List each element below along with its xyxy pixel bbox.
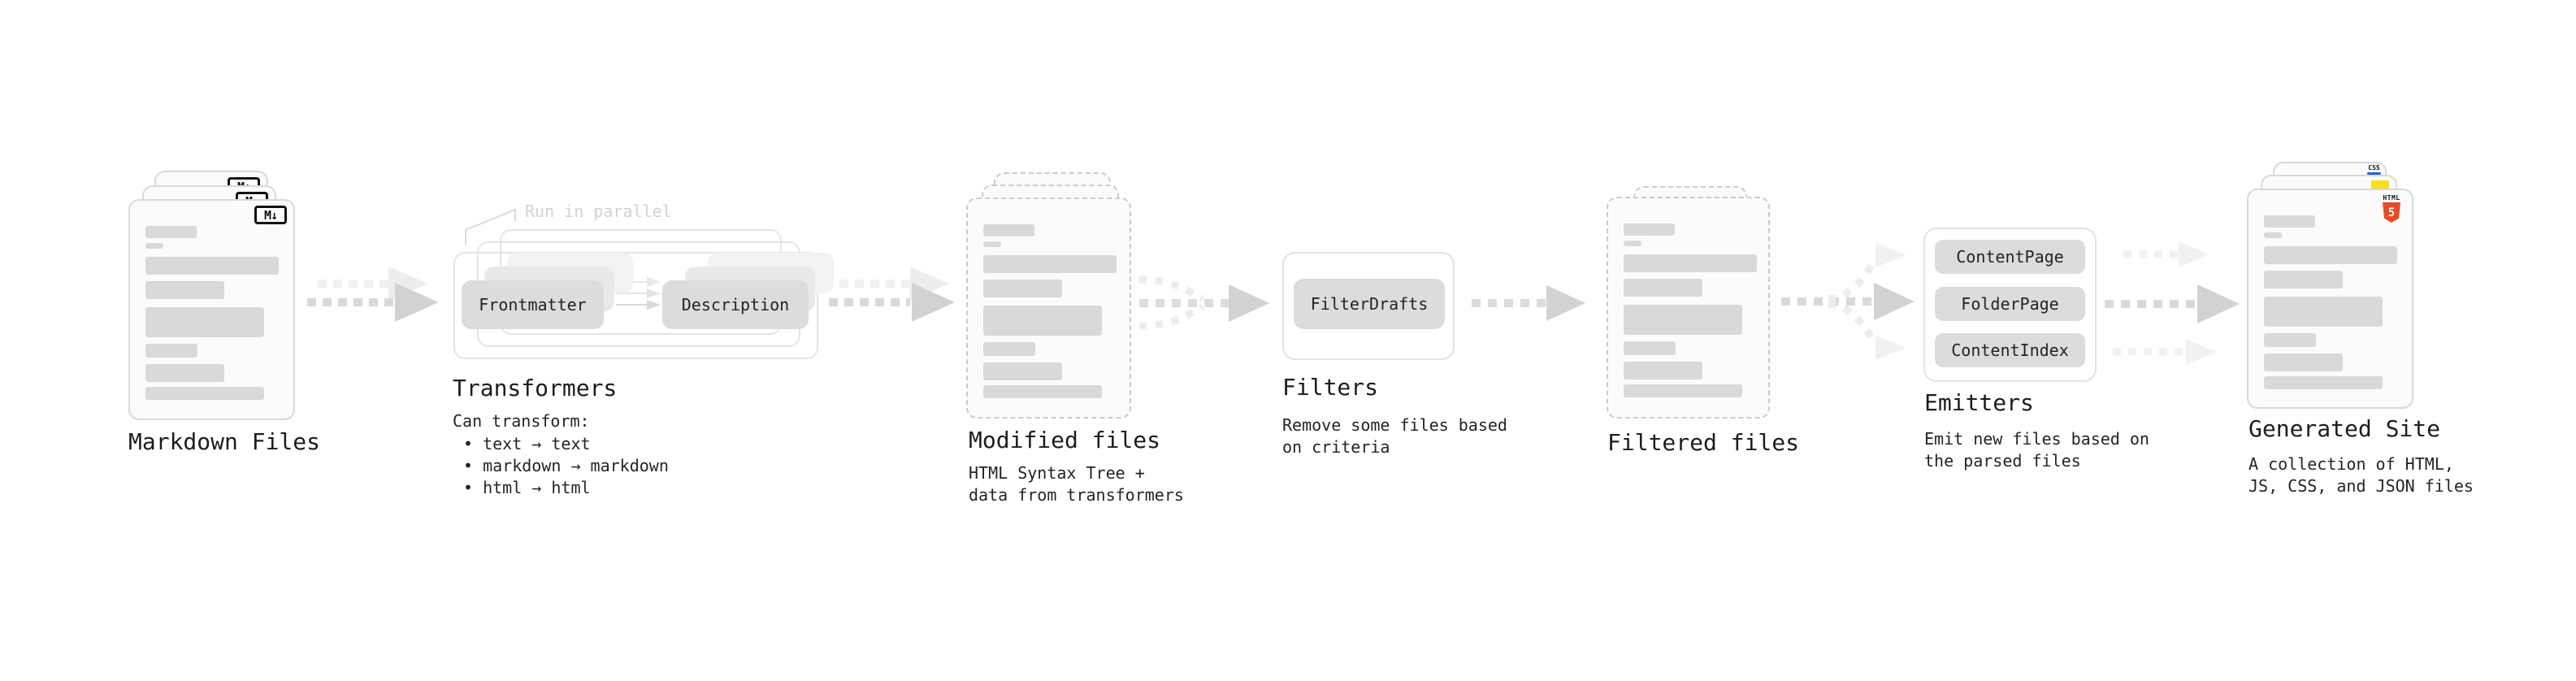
arrow-markdown-to-transformers (307, 267, 439, 322)
modified-doc-front (966, 197, 1131, 419)
skeleton-line (145, 387, 264, 400)
stage-label-emitters: Emitters (1924, 389, 2034, 416)
skeleton-line (2264, 215, 2315, 228)
emitters-description: Emit new files based on the parsed files (1924, 428, 2149, 472)
skeleton-line (2264, 246, 2397, 264)
description-line: the parsed files (1924, 451, 2081, 471)
skeleton-line (1624, 279, 1702, 297)
skeleton-line (983, 342, 1035, 356)
skeleton-line (2264, 297, 2383, 327)
stage-label-filters: Filters (1282, 374, 1379, 401)
skeleton-line (145, 307, 264, 337)
skeleton-line (983, 241, 1001, 247)
arrow-transformers-to-modified (829, 267, 955, 322)
generated-site-description: A collection of HTML, JS, CSS, and JSON … (2249, 453, 2474, 497)
skeleton-line (983, 255, 1117, 273)
skeleton-line (983, 362, 1062, 380)
description-line: Remove some files based (1282, 415, 1507, 435)
skeleton-line (145, 364, 224, 382)
skeleton-line (1624, 305, 1742, 335)
stage-label-filtered-files: Filtered files (1607, 429, 1800, 456)
filters-description: Remove some files based on criteria (1282, 414, 1507, 458)
skeleton-line (1624, 384, 1742, 397)
arrow-emitters-to-generated (2105, 241, 2240, 365)
html5-icon: HTML 5 (2382, 194, 2401, 223)
arrow-filtered-to-emitters (1781, 243, 1915, 360)
bullet-item: text → text (463, 433, 669, 455)
stage-label-modified-files: Modified files (969, 427, 1161, 453)
description-line: data from transformers (969, 485, 1184, 505)
emitter-pill-contentindex: ContentIndex (1935, 333, 2085, 367)
run-in-parallel-annotation: Run in parallel (525, 202, 672, 221)
stage-label-transformers: Transformers (453, 375, 618, 401)
annotation-leader-line (465, 208, 516, 245)
stage-label-markdown-files: Markdown Files (128, 428, 321, 455)
description-line: JS, CSS, and JSON files (2249, 476, 2474, 496)
bullet-item: html → html (463, 477, 669, 499)
stage-label-generated-site: Generated Site (2249, 415, 2441, 442)
markdown-icon: M↓ (254, 206, 287, 224)
skeleton-line (1624, 362, 1702, 380)
skeleton-line (1624, 254, 1757, 272)
skeleton-line (983, 306, 1102, 336)
skeleton-line (2264, 333, 2316, 347)
skeleton-line (2264, 376, 2383, 389)
description-line: Emit new files based on (1924, 429, 2149, 449)
generated-doc-front: HTML 5 (2247, 189, 2413, 409)
skeleton-line (2264, 271, 2343, 288)
modified-files-description: HTML Syntax Tree + data from transformer… (969, 462, 1184, 506)
css-icon: CSS (2367, 165, 2381, 175)
js-icon (2371, 180, 2389, 190)
skeleton-line (145, 344, 197, 358)
skeleton-line (1624, 223, 1675, 236)
transformers-intro: Can transform: (453, 411, 590, 431)
skeleton-line (145, 257, 279, 275)
skeleton-line (983, 280, 1062, 297)
transformers-bullet-list: text → text markdown → markdown html → h… (463, 433, 669, 499)
filtered-doc-front (1607, 197, 1770, 419)
emitter-pill-contentpage: ContentPage (1935, 240, 2085, 274)
transformer-input-pill: Frontmatter (462, 280, 604, 329)
skeleton-line (983, 224, 1034, 236)
markdown-doc-front: M↓ (128, 199, 295, 420)
skeleton-line (983, 385, 1102, 398)
arrow-filters-to-filtered (1472, 285, 1585, 321)
filter-drafts-pill: FilterDrafts (1294, 279, 1445, 329)
transformer-output-pill: Description (662, 280, 809, 329)
description-line: on criteria (1282, 437, 1390, 457)
skeleton-line (2264, 232, 2282, 238)
emitter-pill-folderpage: FolderPage (1935, 287, 2085, 321)
bullet-item: markdown → markdown (463, 455, 669, 477)
description-line: HTML Syntax Tree + (969, 463, 1145, 483)
skeleton-line (145, 226, 197, 238)
skeleton-line (145, 243, 163, 249)
skeleton-line (1624, 341, 1676, 355)
description-line: A collection of HTML, (2249, 454, 2454, 474)
transformer-box-front (453, 252, 818, 359)
skeleton-line (1624, 241, 1641, 246)
skeleton-line (145, 281, 224, 299)
skeleton-line (2264, 354, 2343, 371)
arrow-modified-to-filters (1138, 275, 1269, 330)
